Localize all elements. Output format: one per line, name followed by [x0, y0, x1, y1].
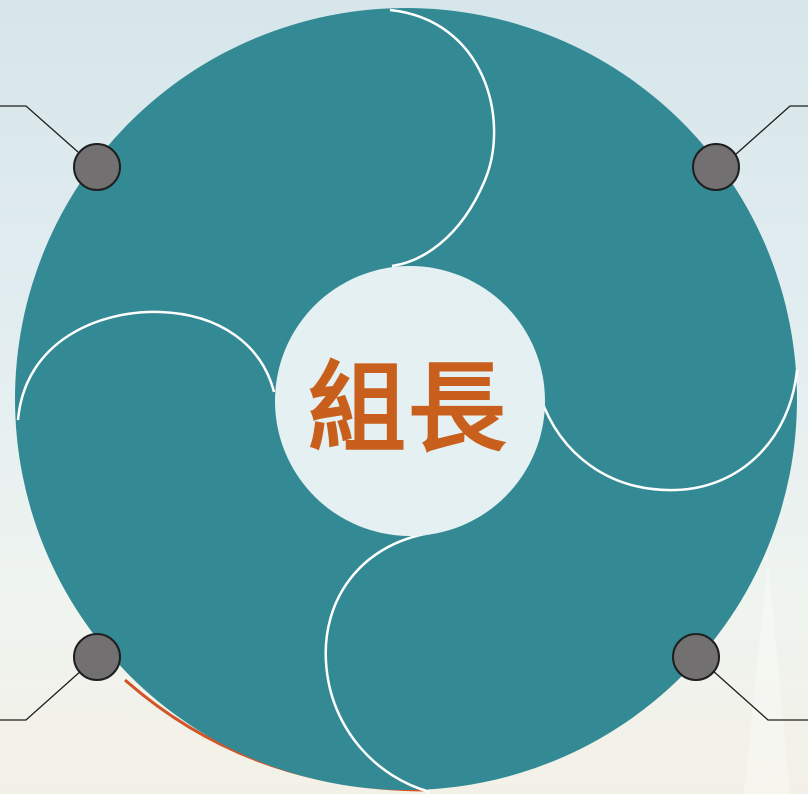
node-top-left[interactable]	[73, 143, 121, 191]
center-circle	[275, 266, 545, 536]
node-bottom-left[interactable]	[73, 633, 121, 681]
connector-top-left	[0, 105, 79, 153]
connector-top-right	[734, 105, 808, 156]
swirl-seams	[16, 8, 799, 794]
connector-bottom-right	[711, 669, 808, 721]
node-top-right[interactable]	[692, 143, 740, 191]
swirl-disc	[15, 8, 799, 794]
connector-bottom-left	[0, 669, 83, 721]
connector-lines	[0, 105, 808, 721]
node-bottom-right[interactable]	[672, 633, 720, 681]
center-label: 組長	[307, 352, 508, 466]
nodes	[73, 143, 740, 681]
